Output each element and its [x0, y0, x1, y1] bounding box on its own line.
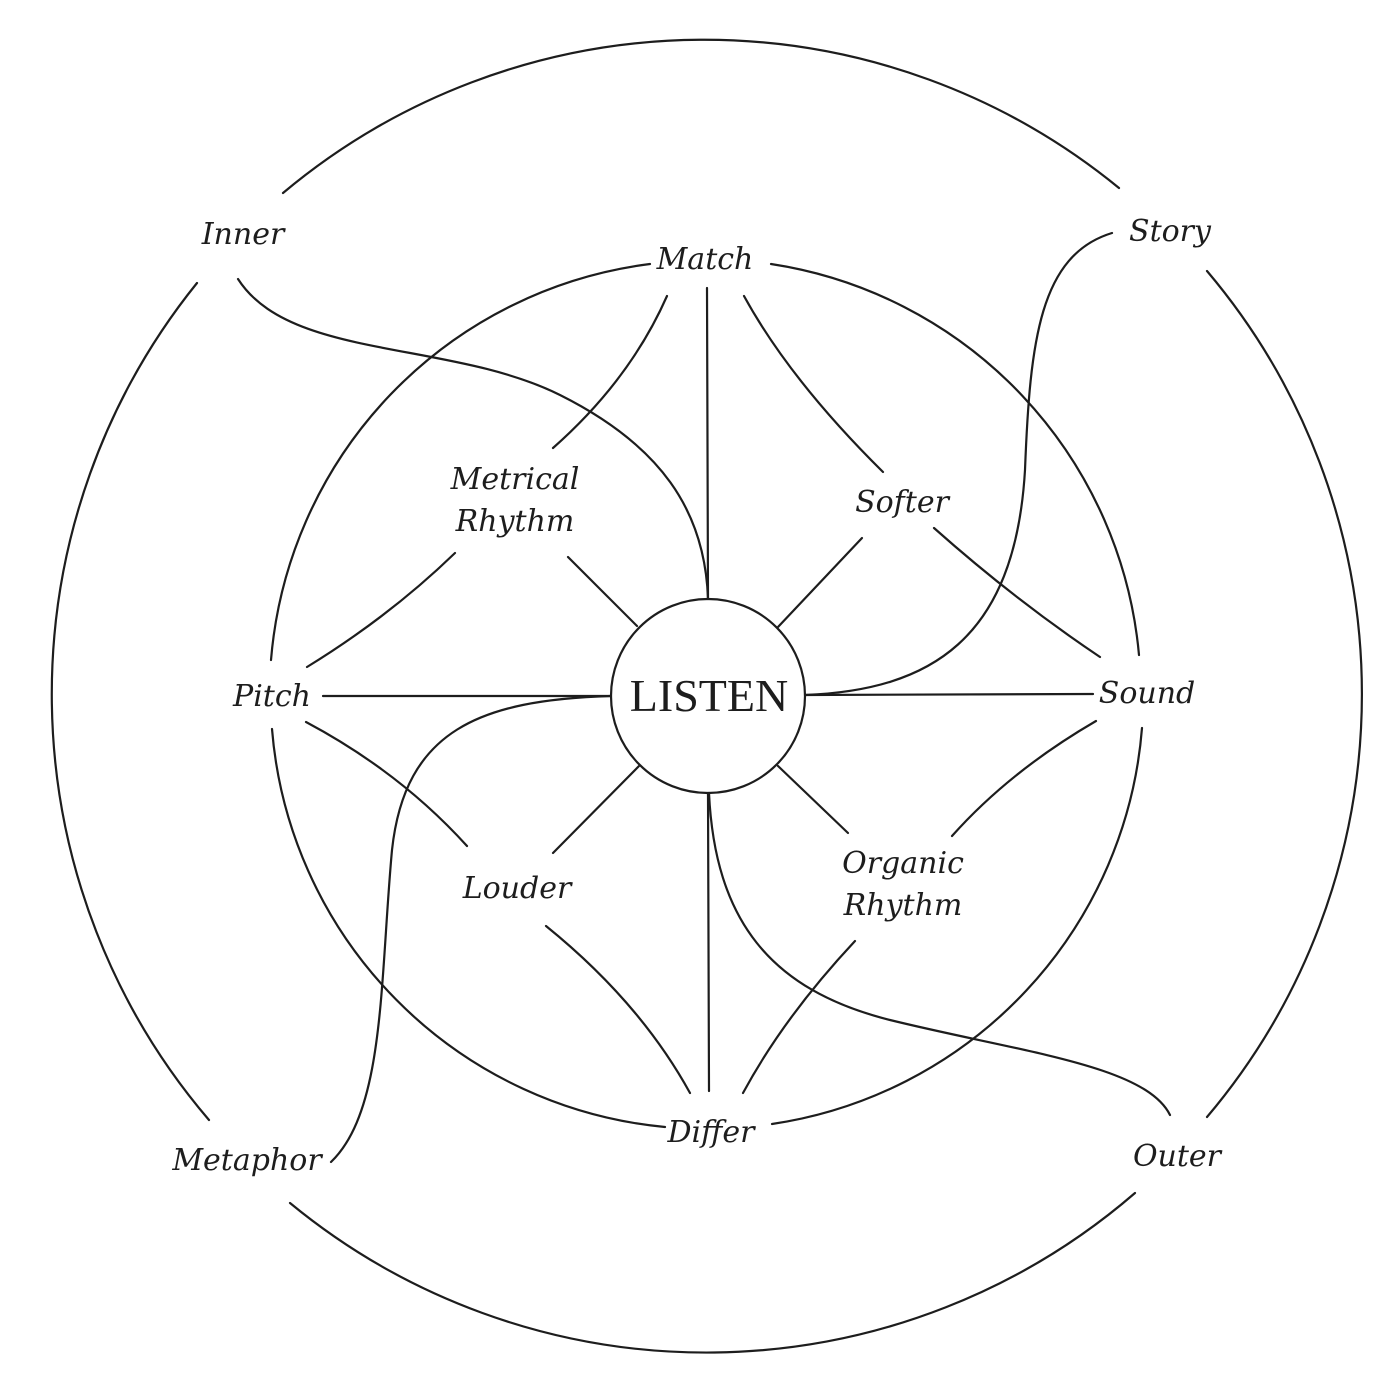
sweep-curves — [236, 231, 1172, 1164]
label-organic-line2: Rhythm — [843, 888, 963, 923]
curve-center-metaphor — [329, 694, 613, 1164]
inner-ring-arc-bottom-right — [770, 726, 1144, 1126]
label-metrical-line1: Metrical — [450, 462, 580, 497]
outer-ring — [50, 38, 1364, 1354]
inner-ring-arc-top-left — [269, 262, 652, 662]
label-sound: Sound — [1099, 676, 1195, 711]
curve-pitch-louder — [304, 720, 469, 848]
connectors — [304, 294, 1102, 1095]
curve-inner-center — [236, 277, 710, 601]
spoke-center-differ — [706, 791, 711, 1093]
label-metaphor: Metaphor — [171, 1143, 323, 1178]
inner-ring-arc-bottom-left — [270, 727, 667, 1129]
label-organic-line1: Organic — [842, 846, 964, 881]
label-differ: Differ — [667, 1115, 757, 1150]
outer-ring-arc-top — [281, 38, 1121, 195]
label-outer: Outer — [1133, 1139, 1223, 1174]
spoke-center-sound — [803, 692, 1095, 697]
label-louder: Louder — [462, 871, 573, 906]
spokes — [321, 286, 1095, 1093]
spoke-louder-center — [551, 764, 641, 855]
spoke-softer-center — [776, 536, 864, 629]
curve-match-softer — [742, 294, 885, 474]
curve-louder-differ — [544, 924, 692, 1095]
curve-metrical-pitch — [305, 551, 457, 669]
curve-sound-organic — [950, 719, 1098, 838]
center-label: LISTEN — [630, 670, 788, 721]
spoke-match-center — [705, 286, 710, 601]
inner-ring — [269, 262, 1144, 1129]
spoke-organic-center — [776, 764, 850, 835]
label-softer: Softer — [855, 485, 951, 520]
label-match: Match — [656, 242, 754, 277]
label-story: Story — [1129, 214, 1212, 249]
curve-organic-differ — [741, 939, 857, 1095]
outer-ring-arc-bottom — [288, 1191, 1137, 1354]
outer-ring-arc-left — [50, 281, 211, 1122]
curve-softer-sound — [932, 526, 1102, 659]
inner-ring-arc-top-right — [769, 262, 1141, 657]
outer-ring-arc-right — [1205, 269, 1364, 1119]
label-pitch: Pitch — [232, 679, 311, 714]
label-inner: Inner — [201, 217, 286, 252]
curve-story-center — [803, 231, 1114, 697]
label-metrical-line2: Rhythm — [455, 504, 575, 539]
spoke-metrical-center — [566, 555, 639, 628]
curve-match-metrical — [551, 294, 669, 450]
curve-center-outer — [707, 791, 1172, 1117]
